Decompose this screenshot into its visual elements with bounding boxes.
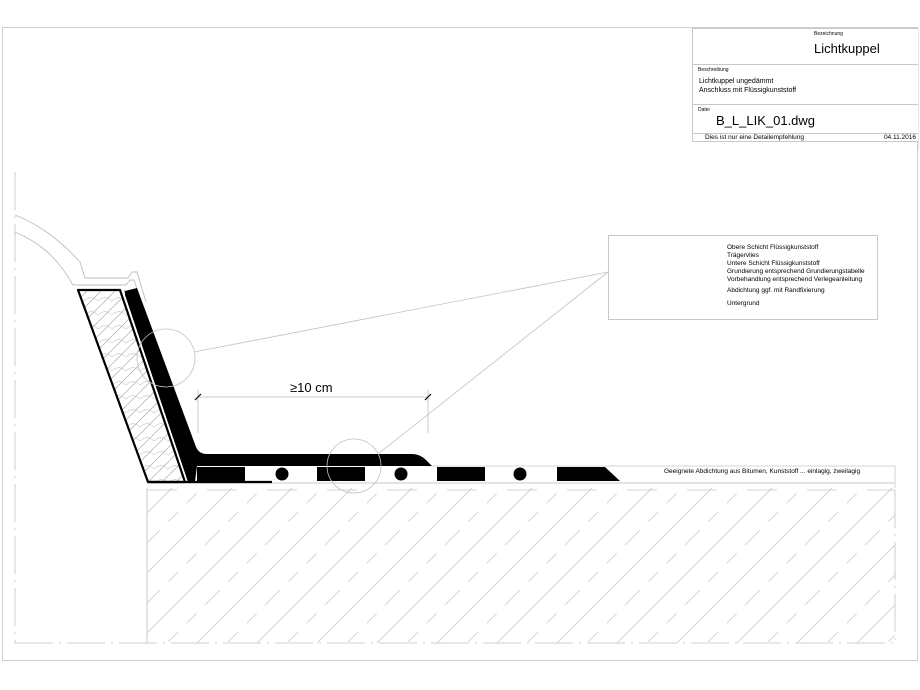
legend-item-label: Vorbehandlung entsprechend Verlegeanleit… (727, 276, 863, 283)
legend-item-label: Untere Schicht Flüssigkunststoff (727, 260, 820, 267)
description-line-2: Anschluss mit Flüssigkunststoff (699, 87, 797, 94)
dimension-label: ≥10 cm (290, 380, 333, 395)
skylight-dome-outer (14, 214, 147, 303)
designation-caption: Bezeichnung (814, 31, 843, 37)
file-name: B_L_LIK_01.dwg (716, 113, 816, 128)
detail-circle-upper (136, 328, 196, 388)
legend-item-label: Abdichtung ggf. mit Randfixierung (727, 287, 825, 294)
legend-item-label: Trägervlies (727, 252, 759, 259)
leader-line-lower (377, 271, 609, 455)
detail-circle-lower (326, 438, 382, 494)
description-caption: Beschreibung (698, 67, 729, 73)
substrate-concrete (147, 488, 895, 643)
description-line-1: Lichtkuppel ungedämmt (699, 78, 774, 85)
skylight-dome-inner (14, 231, 143, 305)
designation-title: Lichtkuppel (814, 41, 880, 56)
waterproofing-note: Geeignete Abdichtung aus Bitumen, Kunsts… (664, 468, 861, 475)
disclaimer: Dies ist nur eine Detailempfehlung (705, 134, 804, 141)
layer-legend: Obere Schicht Flüssigkunststoff Trägervl… (608, 235, 878, 320)
legend-item-label: Untergrund (727, 300, 760, 307)
date: 04.11.2016 (883, 134, 916, 141)
liquid-plastic-coating (125, 288, 432, 482)
legend-item-label: Obere Schicht Flüssigkunststoff (727, 244, 819, 251)
leader-line-upper (193, 271, 609, 353)
title-block: Bezeichnung Lichtkuppel Beschreibung Lic… (692, 28, 918, 142)
sheet-frame (2, 27, 918, 661)
file-caption: Datei (698, 107, 710, 113)
legend-item-label: Grundierung entsprechend Grundierungstab… (727, 268, 865, 275)
